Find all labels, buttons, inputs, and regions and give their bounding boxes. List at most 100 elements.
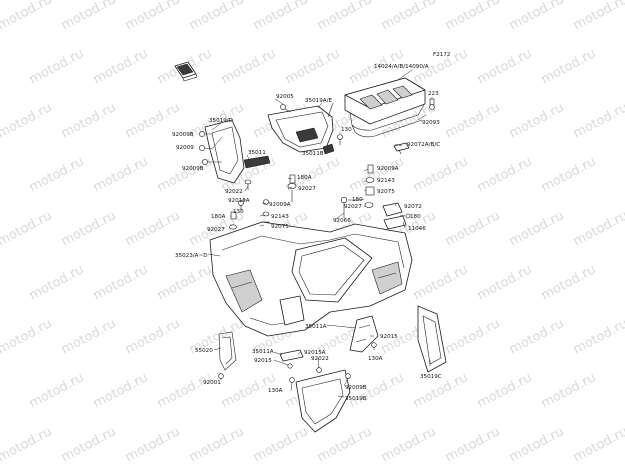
watermark-text: motod.ru (123, 208, 183, 249)
label-92015-bottom: 92015 (254, 358, 272, 364)
label-92072abc: 92072A/B/C (407, 142, 440, 148)
watermark-text: motod.ru (539, 154, 599, 195)
label-92075-1: 92075 (271, 224, 289, 230)
watermark-text: motod.ru (27, 46, 87, 87)
watermark-text: motod.ru (475, 262, 535, 303)
label-35011b: 35011B (302, 151, 324, 157)
label-11046: 11046 (408, 226, 426, 232)
watermark-text: motod.ru (155, 370, 215, 411)
bolt-92001 (218, 373, 224, 379)
label-92027-2: 92027 (344, 204, 362, 210)
watermark-text: motod.ru (475, 154, 535, 195)
watermark-text: motod.ru (315, 0, 375, 34)
watermark-text: motod.ru (91, 262, 151, 303)
watermark-text: motod.ru (571, 316, 625, 357)
watermark-text: motod.ru (379, 424, 439, 465)
watermark-text: motod.ru (251, 424, 311, 465)
label-35011a-right: 35011A (305, 324, 327, 330)
label-92027-1: 92027 (298, 186, 316, 192)
label-180a-2: 180A (211, 214, 226, 220)
watermark-text: motod.ru (443, 424, 503, 465)
clip-92072abc (393, 142, 410, 155)
watermark-text: motod.ru (443, 316, 503, 357)
label-92093: 92093 (422, 120, 440, 126)
rear-fender-35023 (209, 221, 413, 337)
watermark-text: motod.ru (59, 424, 119, 465)
watermark-text: motod.ru (0, 316, 55, 357)
diagram-code: F2172 (433, 52, 450, 58)
watermark-text: motod.ru (507, 208, 567, 249)
label-35019ae: 35019A/E (305, 98, 333, 104)
label-180a-1: 180A (297, 175, 312, 181)
watermark-text: motod.ru (251, 0, 311, 34)
label-92027-3: 92027 (207, 227, 225, 233)
seat-cover-14024 (344, 77, 426, 138)
watermark-text: motod.ru (411, 262, 471, 303)
label-223: 223 (428, 91, 439, 97)
watermark-text: motod.ru (59, 316, 119, 357)
watermark-text: motod.ru (123, 316, 183, 357)
label-92022-top: 92022 (225, 189, 243, 195)
label-92009a-2: 92009A (377, 166, 399, 172)
watermark-text: motod.ru (507, 424, 567, 465)
watermark-text: motod.ru (539, 370, 599, 411)
label-35011a-left: 35011A (252, 349, 274, 355)
label-130-left: 130 (233, 209, 244, 215)
label-92072: 92072 (404, 204, 422, 210)
label-92015a-top: 92015A (228, 198, 250, 204)
label-180: 180 (352, 197, 363, 203)
watermark-text: motod.ru (443, 208, 503, 249)
label-92015-right: 92015 (380, 334, 398, 340)
watermark-text: motod.ru (0, 208, 55, 249)
watermark-text: motod.ru (59, 100, 119, 141)
stay-35011a-right (349, 315, 379, 353)
part-labels: 14024/A/B/14090/A 223 92093 92005 35019A… (172, 64, 442, 402)
watermark-text: motod.ru (123, 424, 183, 465)
label-92009a-1: 92009A (269, 202, 291, 208)
label-35019d: 35019/D (209, 118, 233, 124)
watermark-text: motod.ru (27, 262, 87, 303)
label-92009b-3: 92009B (345, 385, 367, 391)
watermark-text: motod.ru (315, 424, 375, 465)
watermark-text: motod.ru (507, 100, 567, 141)
watermark-text: motod.ru (571, 0, 625, 34)
bolts-92009-left (199, 131, 214, 165)
watermark-text: motod.ru (443, 100, 503, 141)
label-35019c: 35019C (420, 374, 442, 380)
label-92009b-1: 92009B (172, 132, 194, 138)
stay-35011a-left (279, 349, 304, 369)
clip-35011b (322, 143, 335, 155)
washer-92022 (244, 179, 252, 190)
flap-35019ae (267, 102, 334, 153)
watermark-text: motod.ru (155, 262, 215, 303)
label-14024: 14024/A/B/14090/A (374, 64, 429, 70)
watermark-text: motod.ru (571, 424, 625, 465)
leader-lines (207, 69, 433, 398)
label-92075-2: 92075 (377, 189, 395, 195)
clip-92072-right (382, 202, 411, 230)
watermark-text: motod.ru (507, 0, 567, 34)
fender-bracket-35019d (204, 119, 245, 184)
bolt-92005 (280, 104, 292, 113)
label-35023: 35023/A~D (175, 253, 208, 259)
mud-flap-35019c (417, 305, 447, 373)
watermark-text: motod.ru (571, 100, 625, 141)
label-35011: 35011 (248, 150, 266, 156)
watermark-text: motod.ru (27, 370, 87, 411)
watermark-text: motod.ru (411, 154, 471, 195)
watermark-text: motod.ru (91, 46, 151, 87)
mud-flap-35019b (295, 369, 351, 433)
label-92005: 92005 (276, 94, 294, 100)
screw-130-top (337, 134, 343, 145)
guard-55020 (218, 331, 237, 371)
watermark-text: motod.ru (283, 46, 343, 87)
watermark-text: motod.ru (123, 0, 183, 34)
watermark-text: motod.ru (443, 0, 503, 34)
watermark-text: motod.ru (539, 46, 599, 87)
watermark-text: motod.ru (187, 0, 247, 34)
watermark-text: motod.ru (571, 208, 625, 249)
stay-35011 (243, 155, 271, 169)
watermark-text: motod.ru (0, 0, 55, 34)
label-92015a-bottom: 92015A (304, 350, 326, 356)
